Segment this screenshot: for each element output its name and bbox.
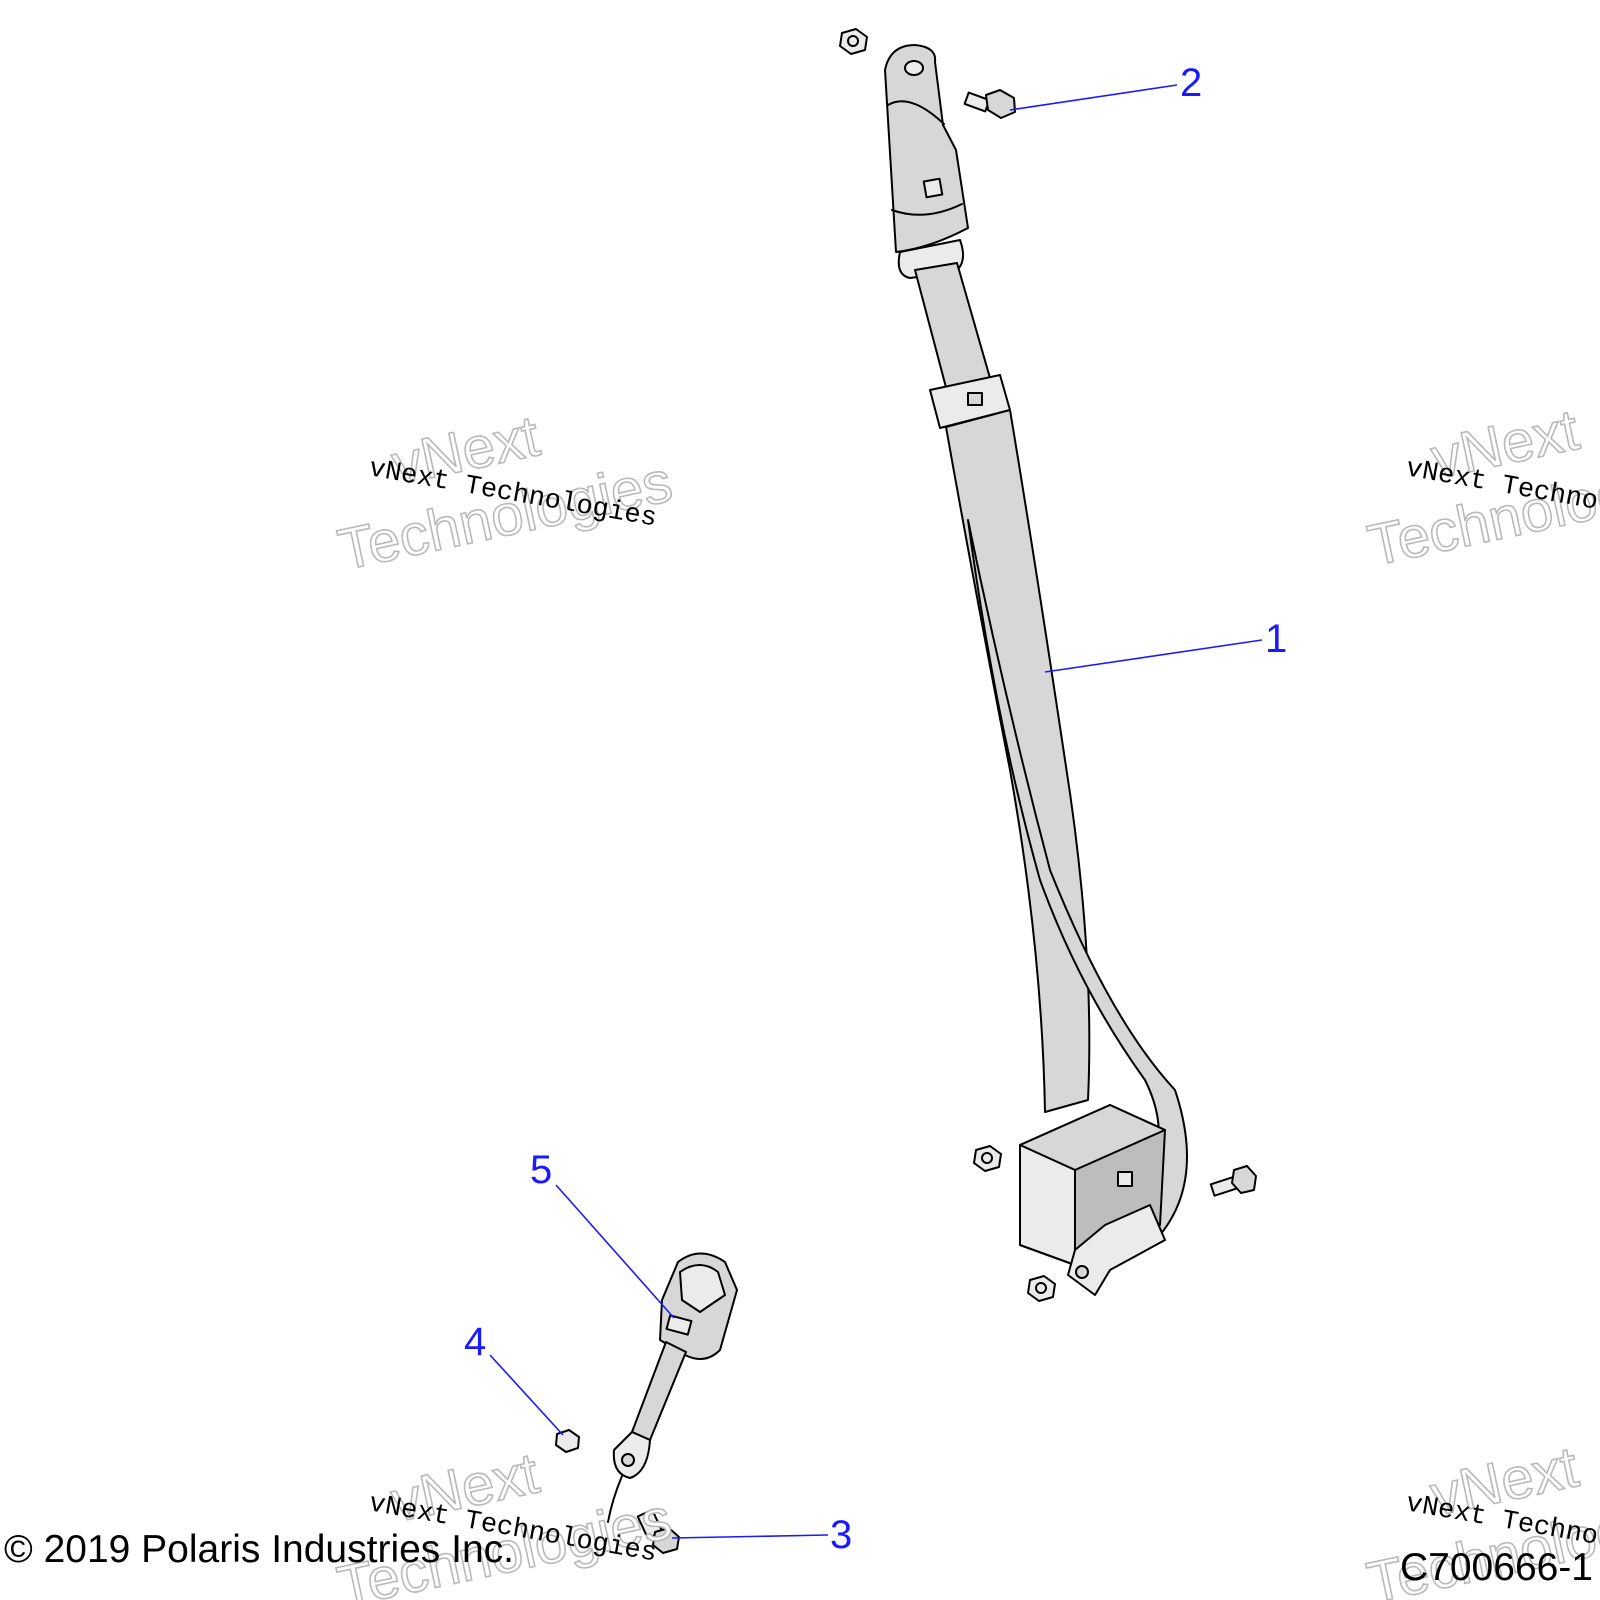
seat-belt-assembly: [884, 44, 1188, 1296]
buckle-release-button: [679, 1264, 726, 1313]
callout-1-label: 1: [1265, 617, 1287, 661]
retractor-nut-lower: [1027, 1275, 1056, 1302]
anchor-bolt-hole: [904, 60, 924, 76]
buckle-assembly: [607, 1252, 738, 1523]
upper-anchor-plate: [884, 44, 969, 253]
buckle-stalk: [631, 1341, 687, 1441]
anchor-plate-fold-lower: [891, 203, 963, 216]
upper-nut-bore: [847, 35, 859, 47]
hardware: [555, 28, 1257, 1554]
callout-5-leader: [555, 1184, 675, 1319]
upper-webbing: [914, 262, 993, 396]
lower-bracket: [1067, 1204, 1166, 1296]
upper-bolt-head: [985, 89, 1016, 119]
anchor-label: [922, 177, 944, 199]
callout-5-label: 5: [530, 1148, 552, 1192]
buckle-cable: [607, 1475, 623, 1523]
copyright-notice: © 2019 Polaris Industries Inc.: [4, 1528, 514, 1571]
retractor-nut-upper: [973, 1145, 1002, 1172]
buckle-label: [665, 1314, 693, 1336]
buckle-bolt-head: [652, 1527, 680, 1554]
callout-2-leader: [1009, 84, 1178, 111]
buckle-anchor-hole: [621, 1453, 635, 1467]
callout-3-label: 3: [830, 1513, 852, 1557]
watermark-line1: vNext: [386, 1440, 545, 1534]
anchor-plate-fold: [887, 100, 945, 125]
clip-label: [967, 392, 983, 406]
buckle-nut: [555, 1429, 580, 1453]
retractor-nut-upper-bore: [981, 1152, 993, 1164]
callout-4-leader: [489, 1354, 564, 1436]
retractor-nut-lower-bore: [1035, 1282, 1047, 1294]
callouts: 1 2 3 4 5: [464, 61, 1287, 1557]
callout-3-leader: [671, 1534, 829, 1539]
figure-id: C700666-1: [1400, 1546, 1593, 1589]
retractor-label: [1117, 1171, 1133, 1187]
callout-2-label: 2: [1180, 61, 1202, 105]
bracket-hole: [1075, 1265, 1089, 1279]
callout-1-leader: [1044, 639, 1263, 673]
upper-nut: [839, 28, 868, 55]
callout-4-label: 4: [464, 1320, 486, 1364]
retractor-bolt-head: [1231, 1165, 1257, 1194]
